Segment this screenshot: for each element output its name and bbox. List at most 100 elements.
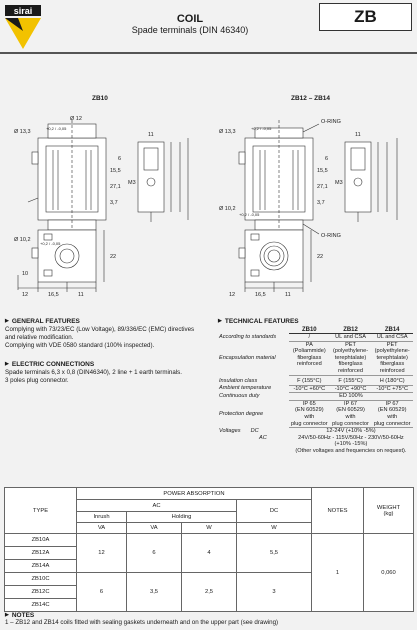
general-features-heading: GENERAL FEATURES bbox=[5, 318, 205, 325]
pa-power-header: POWER ABSORPTION bbox=[76, 487, 312, 500]
page-title: COIL bbox=[176, 13, 204, 25]
pa-dc-w-g2: 3 bbox=[236, 572, 312, 612]
dim-11-right: 11 bbox=[355, 132, 361, 138]
tf-insulation-zb14: H (180°C) bbox=[371, 378, 413, 386]
dim-d13-3: Ø 13,3 bbox=[14, 129, 31, 135]
pa-notes-value: 1 bbox=[311, 533, 364, 612]
pa-holding-va-g2: 3,5 bbox=[126, 572, 182, 612]
tf-ambient-zb12: -10°C +90°C bbox=[329, 385, 372, 394]
o-ring-top-label: O-RING bbox=[321, 119, 341, 125]
tf-ambient-zb14: -10°C +75°C bbox=[371, 385, 413, 394]
table-row-type: ZB12A bbox=[4, 546, 77, 560]
dim-11: 11 bbox=[148, 132, 154, 138]
pa-unit-va: VA bbox=[126, 522, 182, 534]
logo-brand-text: sirai bbox=[14, 6, 33, 16]
pa-unit-w: W bbox=[236, 522, 312, 534]
tf-col-zb10: ZB10 bbox=[288, 327, 330, 334]
pa-unit-w: W bbox=[181, 522, 237, 534]
dim-d12: Ø 12 bbox=[70, 116, 82, 122]
pa-weight-header: WEIGHT(kg) bbox=[363, 487, 414, 534]
tf-insulation-zb10: F (155°C) bbox=[288, 378, 330, 386]
dim-15-5-right: 15,5 bbox=[317, 168, 328, 174]
pa-holding-va-g1: 6 bbox=[126, 533, 182, 573]
o-ring-bottom-label: O-RING bbox=[321, 233, 341, 239]
drawing-zb10: Ø 13,3 +0,2 / -0,05 Ø 12 Ø 10,2 +0,2 / -… bbox=[8, 110, 198, 300]
general-features-section: GENERAL FEATURES Complying with 73/23/EC… bbox=[5, 318, 205, 350]
dim-m3-right: M3 bbox=[335, 180, 343, 186]
dim-6-right: 6 bbox=[325, 156, 328, 162]
dim-11b-right: 11 bbox=[285, 292, 291, 298]
table-row-type: ZB14C bbox=[4, 598, 77, 612]
general-line: and relative modification. bbox=[5, 334, 74, 341]
pa-ac-header: AC bbox=[76, 499, 237, 512]
pa-holding-w-g2: 2,5 bbox=[181, 572, 237, 612]
dim-3-7: 3,7 bbox=[110, 200, 118, 206]
dim-d10-2-right: Ø 10,2 bbox=[219, 206, 236, 212]
tf-label-material: Encapsulation material bbox=[219, 354, 276, 361]
dim-d10-2: Ø 10,2 bbox=[14, 237, 31, 243]
pa-dc-header: DC bbox=[236, 499, 312, 523]
table-row-type: ZB10C bbox=[4, 572, 77, 586]
pa-notes-header: NOTES bbox=[311, 487, 364, 534]
dim-d13-3-tol-right: +0,2 / -0,05 bbox=[251, 126, 272, 131]
tf-insulation-zb12: F (155°C) bbox=[329, 378, 372, 386]
tf-voltage-ac-tolerance: (+10% -15%) bbox=[334, 441, 368, 448]
dim-10: 10 bbox=[22, 271, 28, 277]
tf-col-zb14: ZB14 bbox=[371, 327, 413, 334]
table-row-type: ZB12C bbox=[4, 585, 77, 599]
pa-inrush-va-g2: 6 bbox=[76, 572, 127, 612]
electric-line: Spade terminals 6,3 x 0,8 (DIN46340), 2 … bbox=[5, 369, 182, 376]
dim-16-5: 16,5 bbox=[48, 292, 59, 298]
dim-16-5-right: 16,5 bbox=[255, 292, 266, 298]
general-line: Complying with VDE 0580 standard (100% i… bbox=[5, 342, 155, 349]
technical-features-table: ZB10 ZB12 ZB14 According to standards / … bbox=[218, 327, 413, 455]
dim-27-1: 27,1 bbox=[110, 184, 121, 190]
pa-type-header: TYPE bbox=[4, 487, 77, 534]
product-code: ZB bbox=[319, 3, 412, 31]
power-absorption-table: TYPE POWER ABSORPTION NOTES WEIGHT(kg) A… bbox=[4, 487, 414, 612]
notes-section: NOTES 1 – ZB12 and ZB14 coils fitted wit… bbox=[5, 612, 415, 626]
tf-standards-zb12: UL and CSA bbox=[329, 333, 372, 342]
tf-col-zb12: ZB12 bbox=[329, 327, 372, 334]
dim-15-5: 15,5 bbox=[110, 168, 121, 174]
tf-label-protection: Protection degree bbox=[219, 410, 264, 417]
pa-dc-w-g1: 5,5 bbox=[236, 533, 312, 573]
drawing-label-zb10: ZB10 bbox=[92, 95, 108, 102]
tf-label-standards: According to standards bbox=[219, 333, 277, 340]
tf-material-zb14: PET(polyethylene-terephtalate)fiberglass… bbox=[371, 341, 413, 376]
dim-27-1-right: 27,1 bbox=[317, 184, 328, 190]
header-divider bbox=[0, 52, 417, 54]
electric-connections-heading: ELECTRIC CONNECTIONS bbox=[5, 361, 210, 368]
drawing-zb12-zb14: Ø 13,3 +0,2 / -0,05 O-RING Ø 10,2 +0,2 /… bbox=[215, 110, 410, 300]
pa-holding-header: Holding bbox=[126, 511, 237, 523]
electric-connections-section: ELECTRIC CONNECTIONS Spade terminals 6,3… bbox=[5, 361, 210, 385]
notes-heading: NOTES bbox=[5, 612, 415, 619]
technical-features-heading: TECHNICAL FEATURES bbox=[218, 318, 299, 325]
dim-11b: 11 bbox=[78, 292, 84, 298]
dim-d10-2-tol-right: +0,2 / -0,05 bbox=[239, 212, 260, 217]
tf-voltage-ac: 24V/50-60Hz - 115V/50Hz - 230V/50-60Hz bbox=[298, 434, 404, 441]
tf-label-ac: AC bbox=[259, 434, 267, 441]
tf-label-insulation: Insulation class bbox=[219, 378, 258, 385]
tf-ambient-zb10: -10°C +60°C bbox=[288, 385, 330, 394]
pa-inrush-header: Inrush bbox=[76, 511, 127, 523]
tf-standards-zb14: UL and CSA bbox=[371, 333, 413, 342]
general-line: Complying with 73/23/EC (Low Voltage), 8… bbox=[5, 326, 195, 333]
sirai-logo: sirai bbox=[5, 5, 41, 49]
tf-label-ambient: Ambient temperature bbox=[219, 385, 272, 392]
tf-duty-value: ED 100% bbox=[288, 392, 413, 401]
tf-label-duty: Continuous duty bbox=[219, 392, 260, 399]
tf-standards-zb10: / bbox=[288, 333, 330, 342]
electric-line: 3 poles plug connector. bbox=[5, 377, 69, 384]
dim-d13-3-right: Ø 13,3 bbox=[219, 129, 236, 135]
page-subtitle: Spade terminals (DIN 46340) bbox=[131, 25, 249, 35]
dim-m3: M3 bbox=[128, 180, 136, 186]
pa-holding-w-g1: 4 bbox=[181, 533, 237, 573]
dim-6: 6 bbox=[118, 156, 121, 162]
table-row-type: ZB10A bbox=[4, 533, 77, 547]
